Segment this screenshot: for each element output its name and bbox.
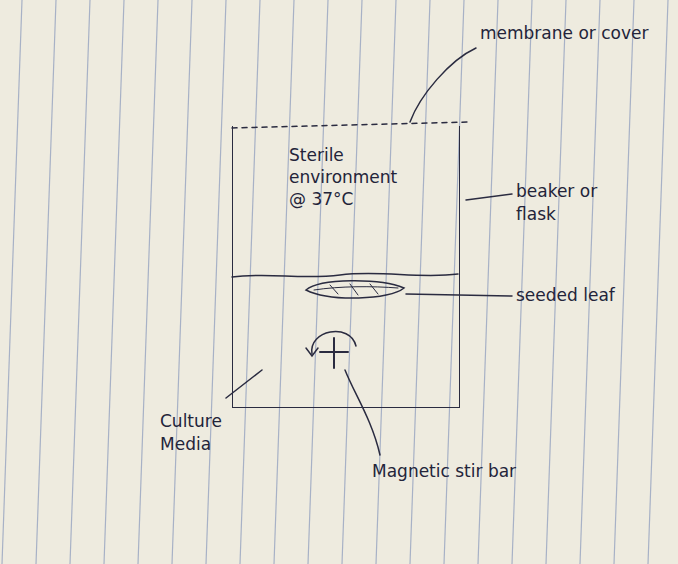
leaf-veins xyxy=(314,284,398,295)
leaf xyxy=(306,281,404,298)
membrane-line xyxy=(232,122,470,128)
leader-line xyxy=(345,370,380,455)
stir-arrow xyxy=(312,332,356,354)
callout-label: beaker or flask xyxy=(516,180,606,226)
leader-line xyxy=(406,294,512,296)
leader-line xyxy=(410,48,476,122)
stir-arrowhead xyxy=(306,348,318,356)
callout-label: Culture Media xyxy=(160,410,234,456)
beaker-text: Sterile environment @ 37°C xyxy=(289,144,419,210)
stir-bar xyxy=(320,338,348,368)
leader-line xyxy=(466,194,512,200)
callout-label: seeded leaf xyxy=(516,284,666,307)
callout-label: Magnetic stir bar xyxy=(372,460,572,483)
beaker-box: Sterile environment @ 37°C xyxy=(232,126,460,408)
liquid-surface xyxy=(232,273,458,277)
callout-label: membrane or cover xyxy=(480,22,670,45)
